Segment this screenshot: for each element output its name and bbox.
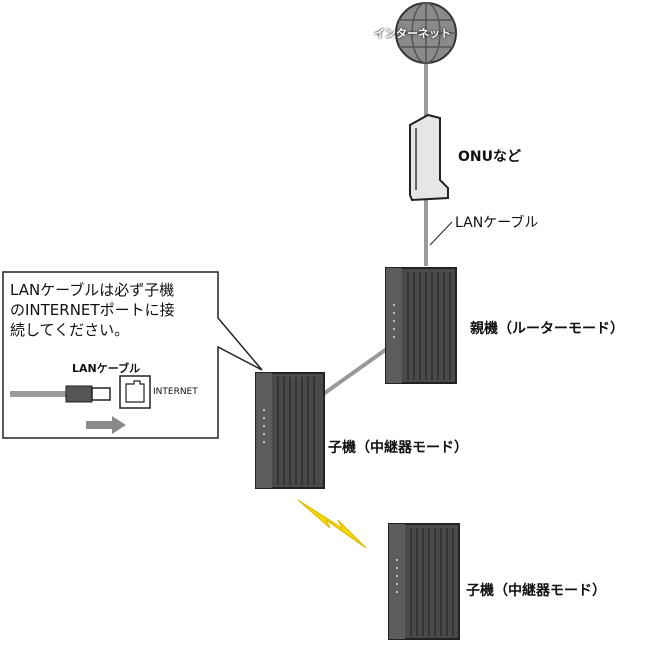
cable-label: LANケーブル	[455, 215, 539, 231]
parent-router-icon	[385, 267, 457, 384]
lan-plug-icon	[10, 385, 111, 403]
callout-line: 続してください。	[10, 321, 130, 339]
parent-label: 親機（ルーターモード）	[470, 321, 624, 337]
onu-label: ONUなど	[458, 149, 521, 165]
globe-icon	[395, 2, 457, 64]
callout-line: LANケーブルは必ず子機	[10, 281, 175, 299]
child1-router-icon	[255, 372, 325, 489]
child2-router-icon	[388, 523, 460, 640]
callout-cable-label: LANケーブル	[72, 362, 141, 375]
child2-label: 子機（中継器モード）	[466, 583, 606, 599]
insert-arrow-icon	[86, 416, 126, 434]
wireless-lightning-icon	[297, 499, 367, 549]
callout-text: LANケーブルは必ず子機 のINTERNETポートに接 続してください。	[10, 280, 175, 340]
globe-label: インターネット	[374, 27, 451, 40]
onu-device-icon	[409, 113, 449, 202]
child1-label: 子機（中継器モード）	[328, 440, 468, 456]
callout-line: のINTERNETポートに接	[10, 301, 175, 319]
cable-leader-line	[429, 221, 453, 246]
cable-parent-to-child	[320, 346, 390, 397]
callout-port-label: INTERNET	[153, 387, 198, 397]
internet-port-icon	[119, 375, 151, 409]
